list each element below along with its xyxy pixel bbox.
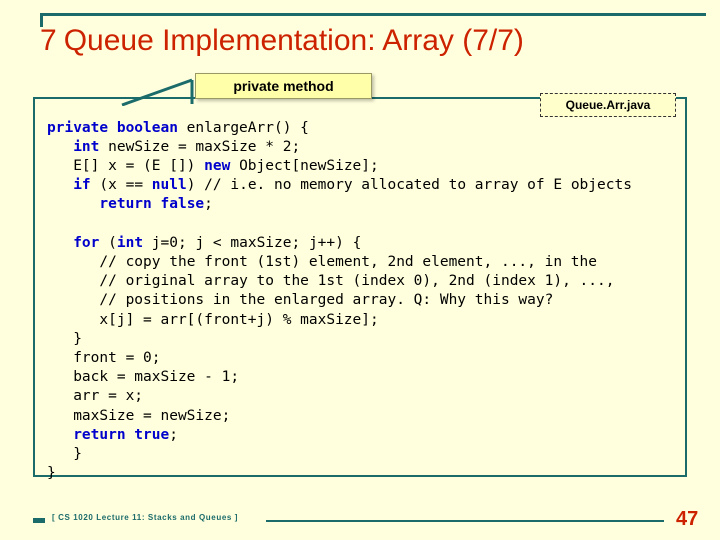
code-line: x[j] = arr[(front+j) % maxSize]; bbox=[47, 311, 379, 328]
slide-title-text: Queue Implementation: Array (7/7) bbox=[63, 24, 524, 57]
code-line: } bbox=[47, 465, 56, 482]
top-rule bbox=[40, 13, 706, 16]
code-line: private boolean enlargeArr() { bbox=[47, 119, 309, 136]
code-line: if (x == null) // i.e. no memory allocat… bbox=[73, 177, 632, 194]
callout-private-method: private method bbox=[195, 73, 372, 99]
callout-connector-line bbox=[121, 78, 194, 106]
code-line: } bbox=[47, 445, 82, 462]
code-line: // original array to the 1st (index 0), … bbox=[99, 273, 615, 290]
code-line: int newSize = maxSize * 2; bbox=[73, 138, 301, 155]
page-number: 47 bbox=[676, 508, 699, 530]
code-panel bbox=[33, 97, 687, 477]
code-line: // copy the front (1st) element, 2nd ele… bbox=[99, 253, 597, 270]
code-line: arr = x; bbox=[47, 388, 144, 405]
code-line: maxSize = newSize; bbox=[47, 407, 231, 424]
code-line: // positions in the enlarged array. Q: W… bbox=[99, 292, 554, 309]
code-line: for (int j=0; j < maxSize; j++) { bbox=[73, 234, 362, 251]
code-line: front = 0; bbox=[47, 349, 161, 366]
code-line: back = maxSize - 1; bbox=[47, 369, 240, 386]
slide-number: 7 bbox=[40, 24, 57, 57]
footer-rule bbox=[266, 520, 664, 522]
code-line: return false; bbox=[99, 196, 213, 213]
code-block: private boolean enlargeArr() { int newSi… bbox=[47, 119, 632, 484]
footer-dash bbox=[33, 518, 45, 523]
code-line: E[] x = (E []) new Object[newSize]; bbox=[47, 157, 379, 174]
footer-label: [ CS 1020 Lecture 11: Stacks and Queues … bbox=[52, 513, 239, 522]
callout-file-name: Queue.Arr.java bbox=[540, 93, 676, 117]
code-line bbox=[47, 216, 56, 232]
top-rule-tick bbox=[40, 13, 43, 27]
code-line: } bbox=[47, 330, 82, 347]
code-line: return true; bbox=[73, 426, 178, 443]
